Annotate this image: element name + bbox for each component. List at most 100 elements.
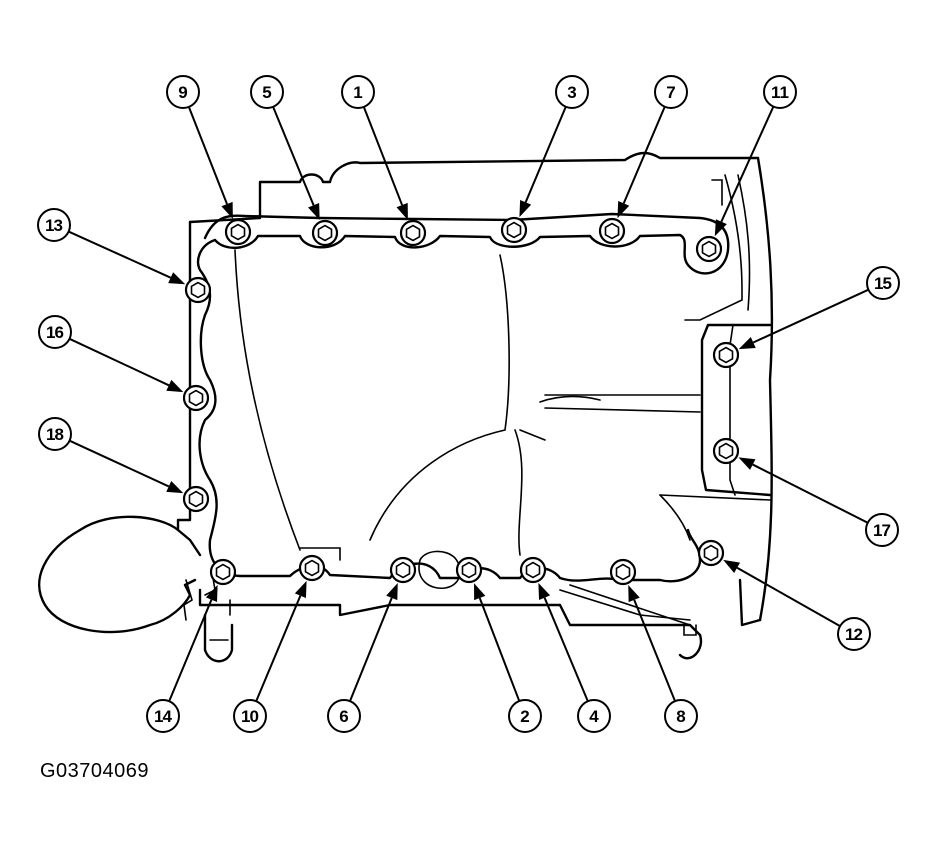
callout-11: 11 bbox=[763, 75, 797, 109]
leader-line-12 bbox=[736, 566, 841, 627]
callout-number: 6 bbox=[339, 707, 348, 726]
figure-id-label: G03704069 bbox=[40, 760, 150, 782]
callout-number: 12 bbox=[845, 625, 863, 644]
leader-line-10 bbox=[255, 595, 302, 702]
leader-line-16 bbox=[69, 337, 170, 387]
callout-number: 2 bbox=[520, 707, 529, 726]
callout-number: 18 bbox=[46, 425, 64, 444]
arrowhead-6 bbox=[386, 582, 398, 601]
leader-line-7 bbox=[622, 106, 666, 204]
callout-18: 18 bbox=[38, 417, 72, 451]
leader-line-3 bbox=[524, 106, 567, 203]
callout-9: 9 bbox=[166, 75, 200, 109]
callout-number: 1 bbox=[353, 83, 362, 102]
callout-12: 12 bbox=[837, 617, 871, 651]
bolt-10 bbox=[298, 554, 326, 582]
callout-4: 4 bbox=[577, 699, 611, 733]
oil-filter-housing bbox=[38, 515, 234, 663]
bolt-18 bbox=[182, 485, 210, 513]
callout-10: 10 bbox=[233, 699, 267, 733]
leader-lines bbox=[68, 106, 869, 702]
arrowhead-15 bbox=[738, 337, 756, 350]
callout-3: 3 bbox=[555, 75, 589, 109]
callout-number: 14 bbox=[154, 707, 173, 726]
callout-number: 7 bbox=[666, 83, 675, 102]
bolt-3 bbox=[500, 216, 528, 244]
callout-number: 4 bbox=[589, 707, 599, 726]
callout-number: 8 bbox=[676, 707, 685, 726]
callout-13: 13 bbox=[37, 208, 71, 242]
leader-line-6 bbox=[349, 597, 393, 702]
arrowhead-7 bbox=[617, 201, 630, 219]
callout-16: 16 bbox=[38, 315, 72, 349]
bolt-1 bbox=[399, 219, 427, 247]
bolt-markers bbox=[182, 216, 740, 586]
bolt-5 bbox=[311, 219, 339, 247]
leader-line-5 bbox=[272, 106, 315, 206]
callout-17: 17 bbox=[865, 513, 899, 547]
bolt-7 bbox=[598, 217, 626, 245]
arrowhead-8 bbox=[628, 584, 640, 603]
arrowhead-1 bbox=[396, 202, 408, 220]
arrowhead-17 bbox=[738, 457, 756, 470]
leader-line-17 bbox=[752, 463, 869, 524]
bolt-13 bbox=[184, 276, 212, 304]
callout-1: 1 bbox=[341, 75, 375, 109]
callout-number: 11 bbox=[771, 83, 789, 102]
callout-number: 15 bbox=[874, 274, 892, 293]
arrowhead-4 bbox=[538, 582, 551, 600]
leader-line-1 bbox=[362, 106, 404, 206]
bolt-6 bbox=[389, 556, 417, 584]
bolt-14 bbox=[209, 558, 237, 586]
arrowhead-14 bbox=[205, 584, 218, 602]
bolt-2 bbox=[455, 556, 483, 584]
arrowhead-11 bbox=[714, 219, 727, 237]
callout-2: 2 bbox=[508, 699, 542, 733]
callout-number: 13 bbox=[45, 216, 63, 235]
oil-pan-flange bbox=[196, 212, 730, 596]
engine-block-outline bbox=[176, 151, 774, 622]
callout-6: 6 bbox=[327, 699, 361, 733]
leader-line-14 bbox=[168, 599, 213, 702]
leader-line-13 bbox=[68, 230, 172, 279]
bolt-11 bbox=[695, 235, 723, 263]
sump-interior-lines bbox=[234, 249, 701, 561]
arrowhead-18 bbox=[166, 480, 184, 494]
callout-number: 5 bbox=[262, 83, 271, 102]
callout-7: 7 bbox=[654, 75, 688, 109]
callout-15: 15 bbox=[866, 266, 900, 300]
callout-number: 17 bbox=[873, 521, 891, 540]
callout-8: 8 bbox=[664, 699, 698, 733]
bolt-4 bbox=[519, 556, 547, 584]
leader-line-8 bbox=[633, 599, 676, 702]
bolt-12 bbox=[697, 539, 725, 567]
arrowhead-10 bbox=[294, 580, 307, 598]
callout-number: 9 bbox=[178, 83, 187, 102]
callout-number: 3 bbox=[567, 83, 576, 102]
bolt-9 bbox=[224, 218, 252, 246]
callout-5: 5 bbox=[250, 75, 284, 109]
arrowhead-5 bbox=[308, 202, 320, 221]
leader-line-18 bbox=[69, 439, 170, 488]
arrowhead-13 bbox=[168, 272, 186, 285]
leader-line-2 bbox=[478, 597, 521, 702]
leader-line-4 bbox=[543, 597, 589, 702]
leader-line-9 bbox=[187, 106, 228, 205]
callout-14: 14 bbox=[146, 699, 180, 733]
arrowhead-16 bbox=[166, 379, 184, 393]
arrowhead-2 bbox=[474, 583, 486, 601]
arrowhead-12 bbox=[723, 559, 741, 574]
bolt-8 bbox=[609, 558, 637, 586]
arrowhead-9 bbox=[221, 201, 233, 219]
arrowhead-3 bbox=[519, 200, 532, 218]
callout-number: 10 bbox=[241, 707, 259, 726]
bolt-15 bbox=[712, 341, 740, 369]
right-cover-outline bbox=[659, 323, 772, 541]
leader-line-15 bbox=[752, 288, 869, 344]
callout-number: 16 bbox=[46, 323, 64, 342]
bolt-17 bbox=[712, 437, 740, 465]
bolt-16 bbox=[182, 384, 210, 412]
leader-line-11 bbox=[720, 106, 775, 223]
